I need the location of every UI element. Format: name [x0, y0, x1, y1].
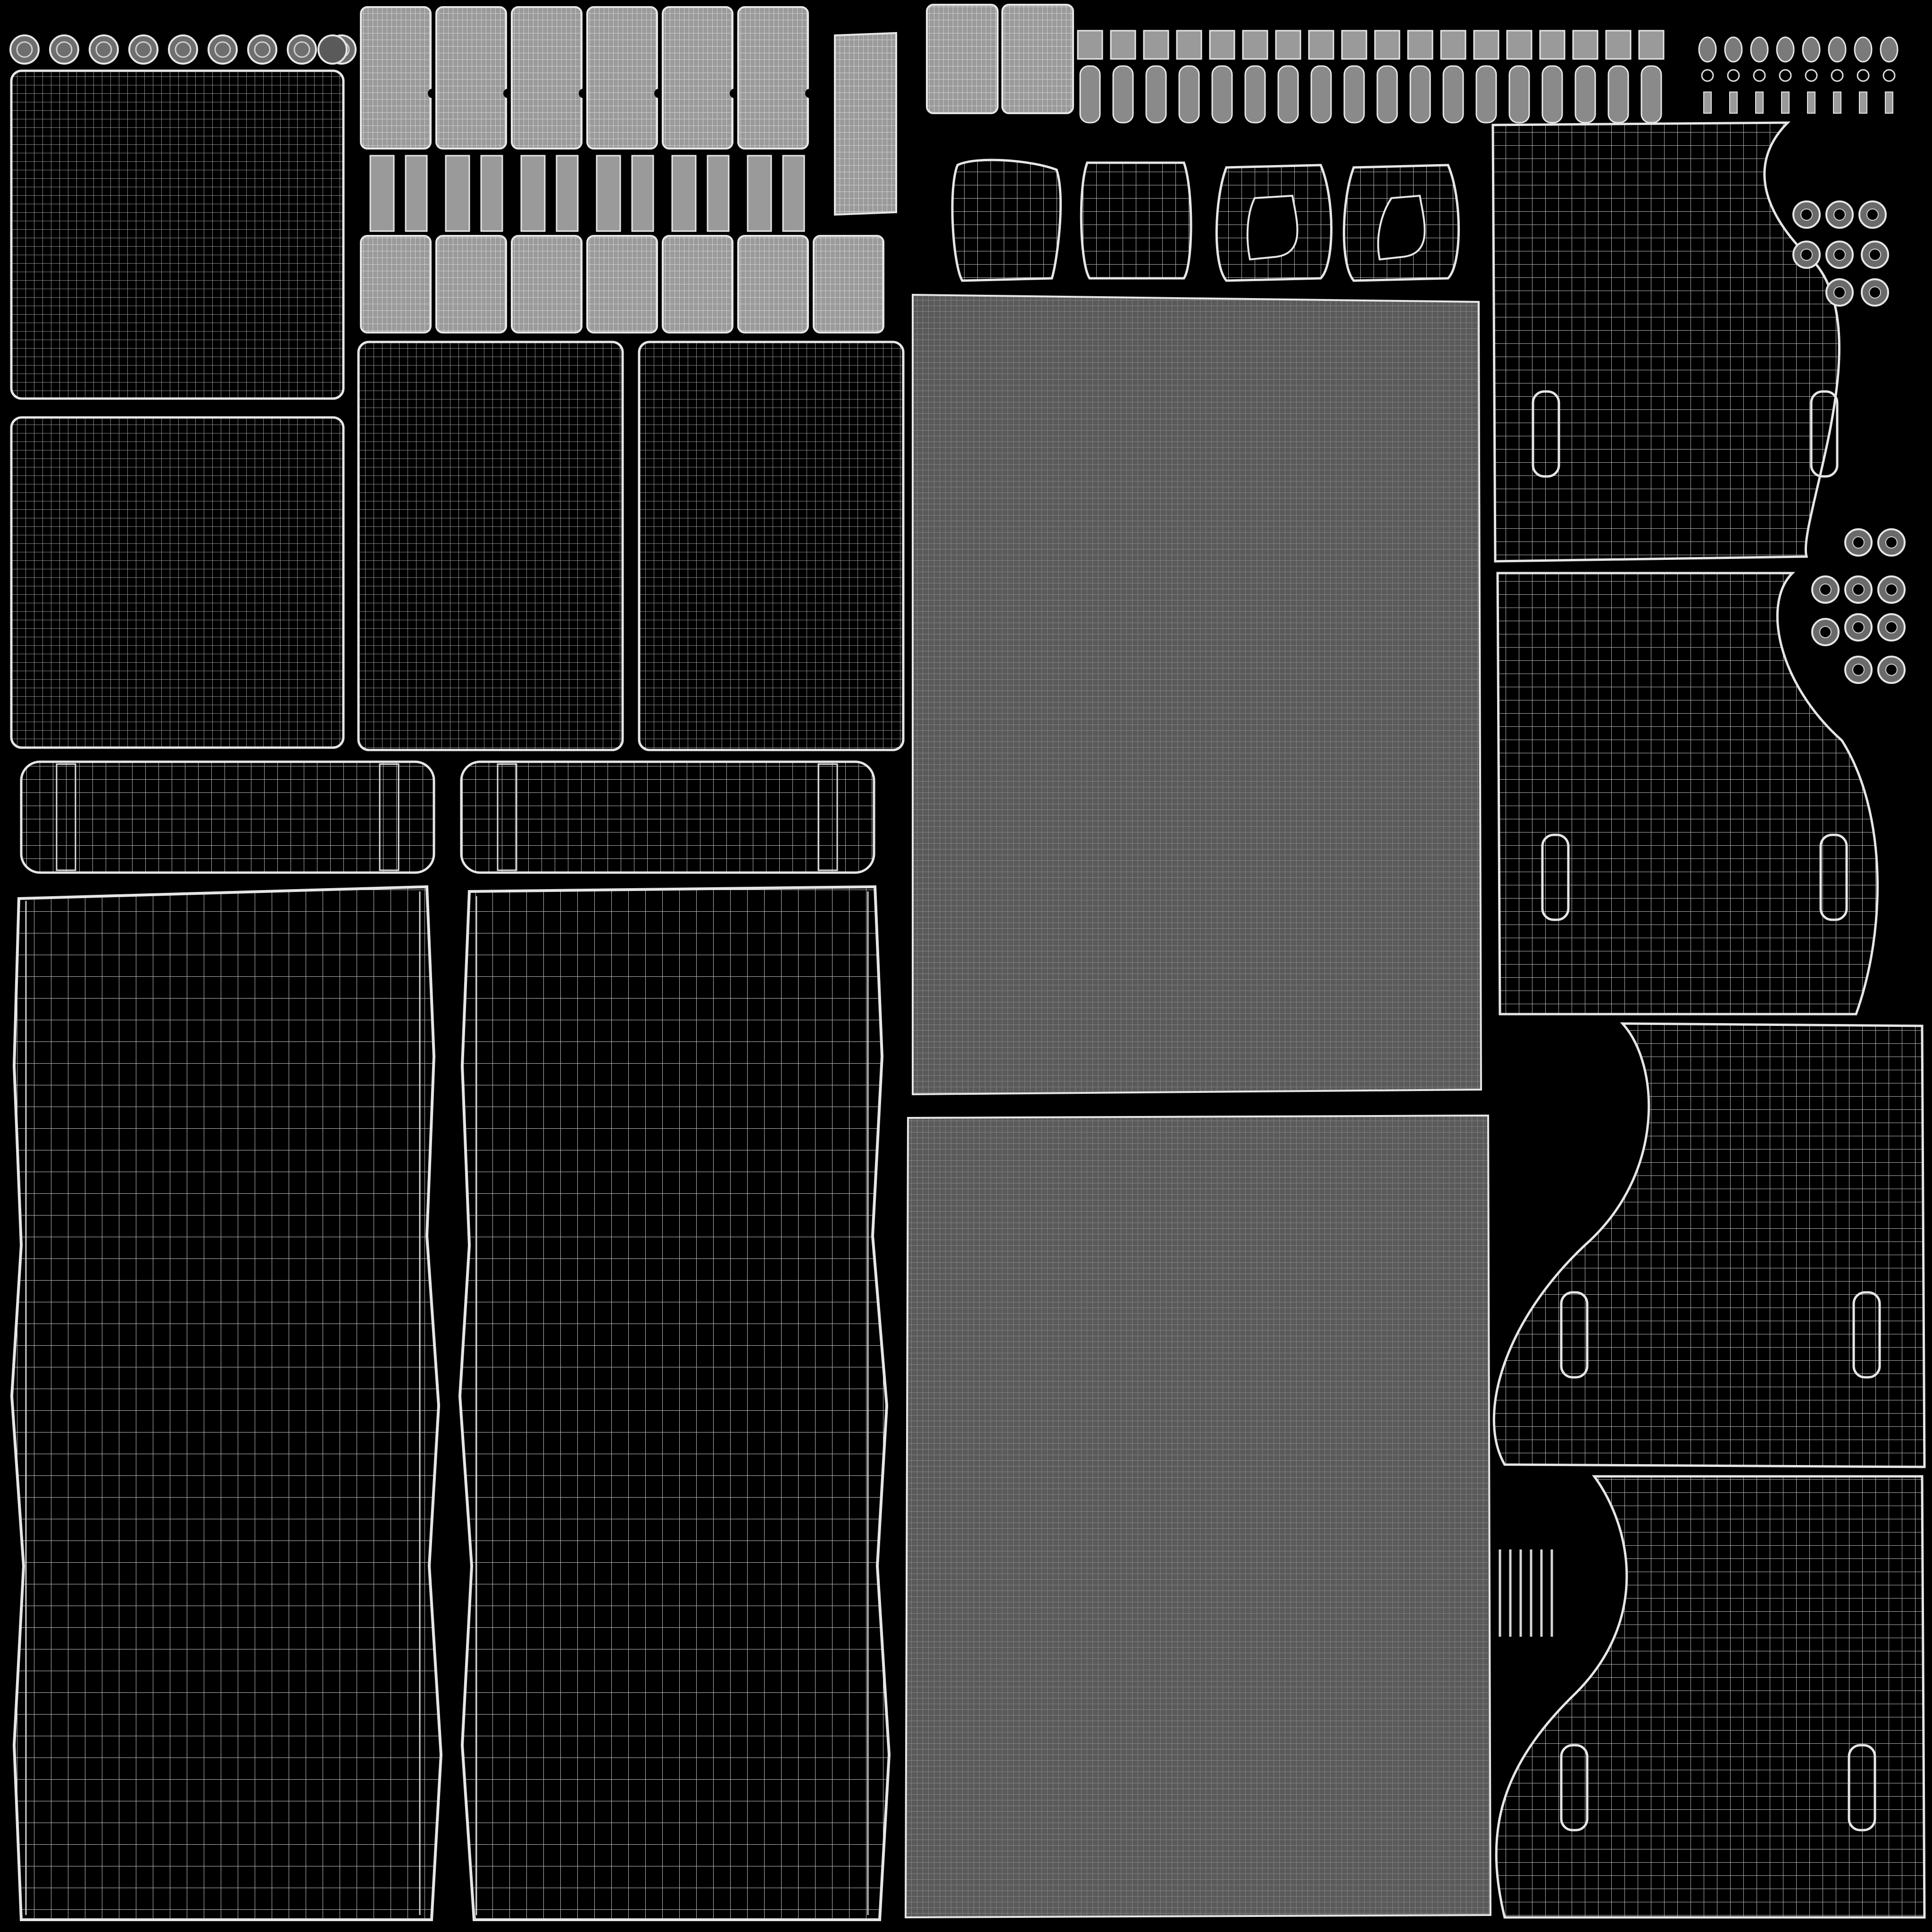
uv-island-strap-row: [360, 4, 1074, 333]
uv-island-bolster-b: [460, 760, 875, 874]
uv-island-back-panel-b: [638, 341, 905, 751]
uv-island-cushion-mid-left: [10, 416, 345, 749]
uv-island-armrest-right-2: [1496, 572, 1879, 1016]
uv-island-corner-caps: [951, 158, 1460, 282]
uv-island-fabric-sheet-bottom: [904, 1114, 1492, 1919]
uv-island-back-panel-a: [357, 341, 624, 751]
uv-island-fabric-sheet-top: [912, 293, 1482, 1096]
uv-island-hardware-small: [1077, 30, 1906, 1637]
uv-island-seat-strip-left: [10, 885, 443, 1921]
uv-island-seat-strip-right: [458, 885, 891, 1921]
uv-island-armrest-right-3: [1492, 1022, 1926, 1468]
uv-island-bolster-a: [20, 760, 435, 874]
uv-island-armrest-right-4: [1495, 1475, 1926, 1919]
uv-island-cushion-top-left: [10, 69, 345, 400]
uv-island-button-row: [9, 34, 357, 65]
